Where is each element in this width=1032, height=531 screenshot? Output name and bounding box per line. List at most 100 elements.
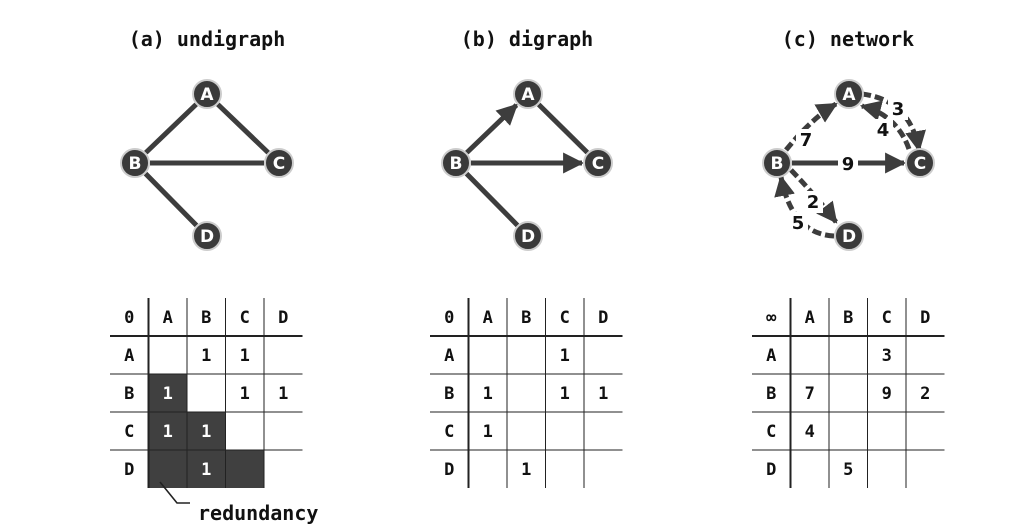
matrix-col-header: B [201, 308, 211, 328]
matrix-row-header: B [444, 384, 454, 404]
node-label-digraph-C: C [592, 154, 604, 174]
matrix-cell: 3 [882, 346, 892, 366]
matrix-corner: 0 [444, 308, 454, 328]
edge-undigraph-A-B [144, 102, 198, 155]
node-undigraph-D [192, 221, 222, 251]
matrix-cell: 9 [882, 384, 892, 404]
node-label-undigraph-B: B [129, 154, 142, 174]
matrix-cell: 5 [843, 460, 853, 480]
matrix-cell: 1 [521, 460, 531, 480]
matrix-cell: 2 [920, 384, 930, 404]
matrix-col-header: A [483, 308, 493, 328]
weight-label-B-D: 2 [807, 192, 820, 213]
node-label-undigraph-C: C [273, 154, 285, 174]
edge-digraph-B-D [464, 171, 520, 228]
edge-network-B-A [784, 101, 838, 152]
edge-undigraph-A-C [216, 102, 270, 155]
matrix-cell: 1 [278, 384, 288, 404]
matrix-col-header: C [560, 308, 570, 328]
matrix-col-header: B [521, 308, 531, 328]
matrix-col-header: C [240, 308, 250, 328]
matrix-shaded-cell [187, 450, 226, 488]
matrix-row-header: B [766, 384, 776, 404]
panel-title-digraph: (b) digraph [461, 27, 593, 51]
redundancy-note: redundancy [198, 501, 318, 525]
matrix-col-header: D [278, 308, 288, 328]
matrix-col-header: C [882, 308, 892, 328]
node-label-network-D: D [842, 227, 856, 247]
node-network-A [834, 79, 864, 109]
weight-bg [796, 129, 816, 151]
matrix-cell: 7 [805, 384, 815, 404]
weight-label-B-C: 9 [842, 154, 855, 175]
matrix-cell: 1 [201, 422, 211, 442]
matrix-col-header: A [805, 308, 815, 328]
weight-bg [788, 212, 808, 234]
matrix-corner: 0 [124, 308, 134, 328]
node-digraph-B [441, 148, 471, 178]
weight-bg [838, 153, 858, 175]
matrix-col-header: D [598, 308, 608, 328]
node-digraph-C [583, 148, 613, 178]
redundancy-pointer [159, 481, 190, 504]
node-digraph-A [513, 79, 543, 109]
matrix-col-header: A [163, 308, 173, 328]
matrix-row-header: D [124, 460, 134, 480]
matrix-col-header: B [843, 308, 853, 328]
edge-undigraph-B-D [143, 171, 199, 228]
matrix-shaded-cell [148, 374, 187, 412]
matrix-row-header: C [766, 422, 776, 442]
panel-title-network: (c) network [782, 27, 914, 51]
matrix-col-header: D [920, 308, 930, 328]
node-label-digraph-A: A [521, 85, 535, 105]
node-label-digraph-B: B [450, 154, 463, 174]
matrix-row-header: A [124, 346, 134, 366]
matrix-row-header: D [766, 460, 776, 480]
weight-bg [803, 191, 823, 213]
matrix-shaded-cell [225, 450, 264, 488]
node-network-C [905, 148, 935, 178]
panel-title-undigraph: (a) undigraph [129, 27, 286, 51]
weight-label-A-C: 3 [892, 99, 905, 120]
matrix-cell: 4 [805, 422, 815, 442]
node-undigraph-C [264, 148, 294, 178]
matrix-cell: 1 [560, 346, 570, 366]
node-digraph-D [513, 221, 543, 251]
node-network-B [762, 148, 792, 178]
matrix-row-header: C [444, 422, 454, 442]
matrix-cell: 1 [560, 384, 570, 404]
node-undigraph-A [192, 79, 222, 109]
matrix-cell: 1 [163, 422, 173, 442]
matrix-row-header: A [766, 346, 776, 366]
matrix-cell: 1 [201, 346, 211, 366]
weight-bg [873, 119, 893, 141]
edge-digraph-B-A [465, 103, 519, 155]
edge-network-D-B [774, 174, 835, 239]
weight-label-B-A: 7 [800, 130, 813, 151]
weight-bg [888, 98, 908, 120]
node-undigraph-B [120, 148, 150, 178]
matrix-shaded-cell [187, 412, 226, 450]
node-label-network-B: B [771, 154, 784, 174]
matrix-cell: 1 [483, 384, 493, 404]
weight-label-D-B: 5 [792, 213, 805, 234]
matrix-cell: 1 [240, 346, 250, 366]
node-label-undigraph-A: A [200, 85, 214, 105]
matrix-row-header: C [124, 422, 134, 442]
weights-layer: 7 34 9 25 [788, 98, 908, 234]
node-label-network-A: A [842, 85, 856, 105]
matrix-cell: 1 [201, 460, 211, 480]
weight-label-C-A: 4 [877, 120, 890, 141]
matrix-row-header: B [124, 384, 134, 404]
matrix-row-header: D [444, 460, 454, 480]
matrix-cell: 1 [240, 384, 250, 404]
node-label-digraph-D: D [521, 227, 535, 247]
matrix-row-header: A [444, 346, 454, 366]
matrix-corner: ∞ [766, 308, 777, 328]
matrix-cell: 1 [598, 384, 608, 404]
